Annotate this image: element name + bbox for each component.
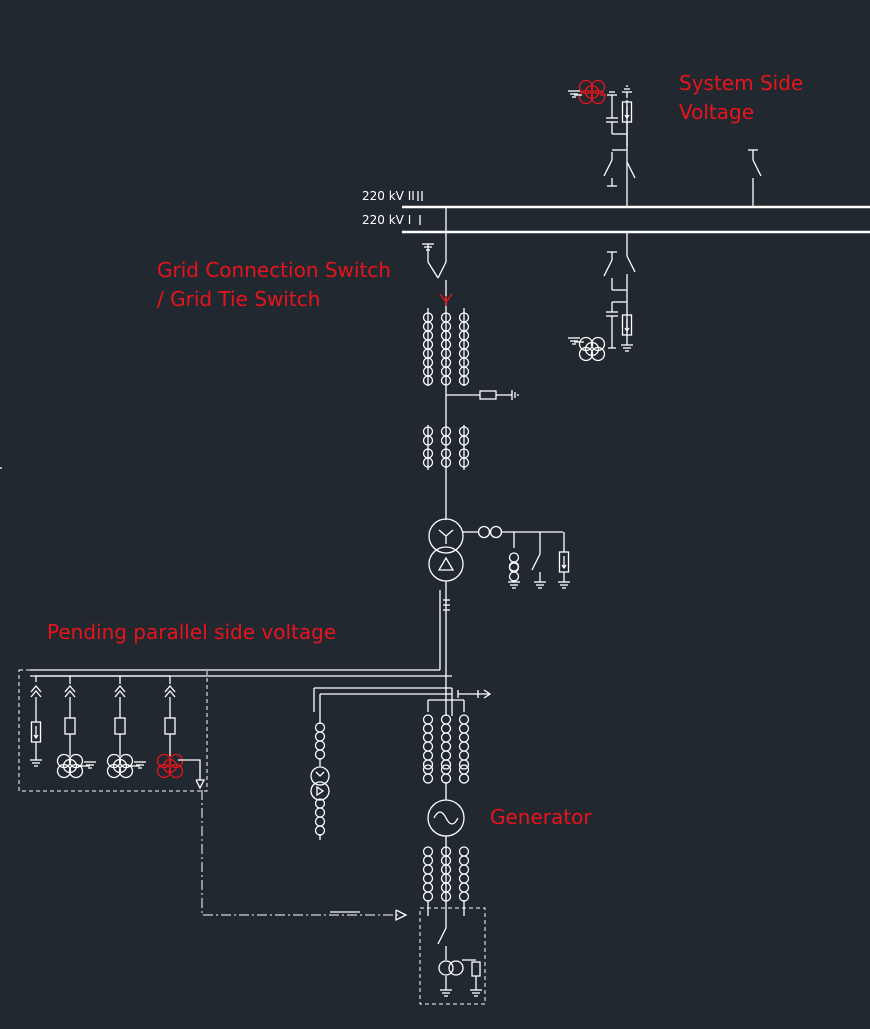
busbar-220kv-i: 220 kV I bbox=[362, 213, 870, 234]
system-side-voltage-label: System Side Voltage bbox=[679, 69, 803, 127]
neutral-grounding-cabinet bbox=[419, 907, 486, 1005]
generator-symbol bbox=[427, 799, 465, 920]
generator-label: Generator bbox=[490, 805, 592, 829]
main-feeder-column bbox=[421, 207, 519, 520]
bus-i-pt-column bbox=[567, 232, 636, 362]
system-side-voltage-line-2: Voltage bbox=[679, 100, 755, 124]
bus-ii-earthing-switch bbox=[748, 149, 762, 207]
busbar-220kv-ii-label: 220 kV II bbox=[362, 189, 415, 203]
system-side-voltage-line-1: System Side bbox=[679, 71, 804, 95]
main-step-up-transformer bbox=[428, 518, 571, 589]
excitation-transformer bbox=[310, 712, 330, 840]
grid-connection-switch-line-2: / Grid Tie Switch bbox=[157, 287, 321, 311]
pending-parallel-side-voltage-label: Pending parallel side voltage bbox=[47, 620, 337, 644]
busbar-220kv-i-label: 220 kV I bbox=[362, 213, 411, 227]
pending-parallel-pt-cabinet bbox=[18, 669, 208, 792]
grid-tie-switch-marker bbox=[439, 293, 453, 306]
isolated-phase-bus-duct bbox=[30, 581, 492, 716]
synchronizing-signal-line bbox=[201, 790, 408, 922]
system-side-pt-column bbox=[567, 79, 636, 207]
grid-connection-switch-line-1: Grid Connection Switch bbox=[157, 258, 391, 282]
busbar-220kv-ii: 220 kV II bbox=[362, 189, 870, 209]
grid-connection-switch-label: Grid Connection Switch / Grid Tie Switch bbox=[157, 256, 391, 314]
current-transformers-generator-upper bbox=[422, 714, 470, 800]
